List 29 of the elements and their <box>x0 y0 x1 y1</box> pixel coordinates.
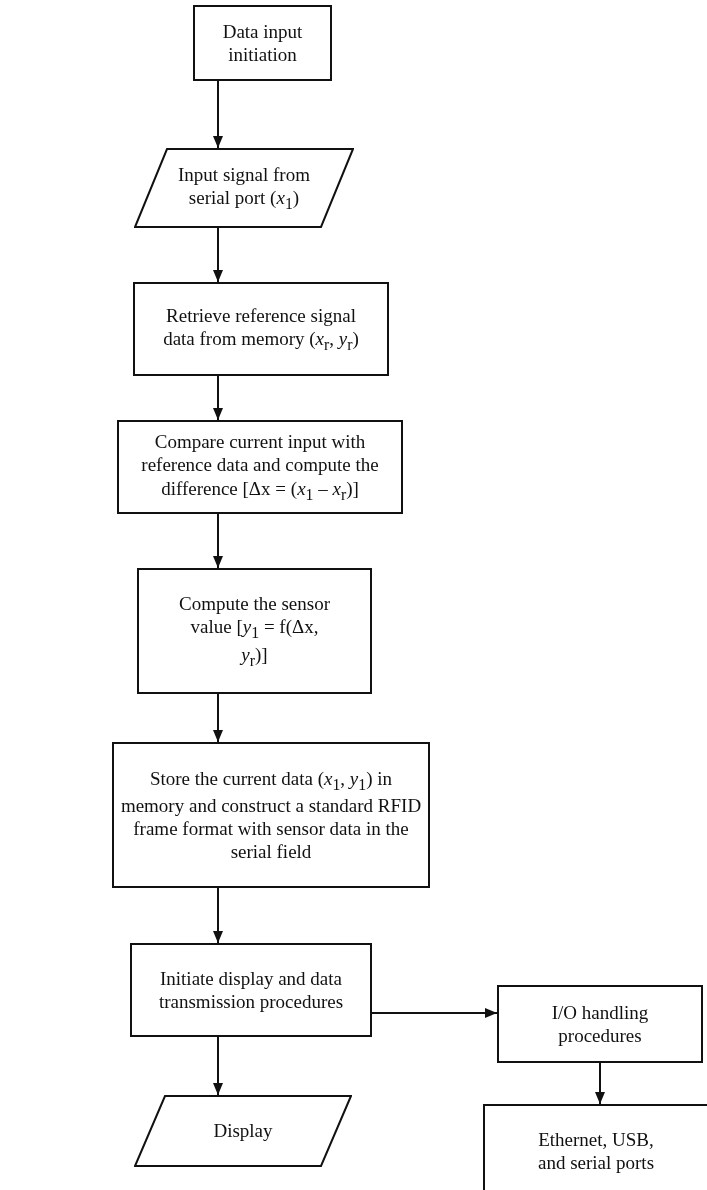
arrow <box>213 80 223 149</box>
step-text: Store the current data (x$_{1}$, y$_{1}$) in memory and construct a standard RFID frame format with sensor data in the serial field <box>119 766 423 864</box>
process-box <box>130 943 372 1037</box>
process-box <box>133 282 389 376</box>
process-box <box>137 568 372 694</box>
arrow <box>213 227 223 283</box>
step-text: Initiate display and data transmission procedures <box>157 966 345 1014</box>
arrow <box>213 1036 223 1096</box>
step-text: Compute the sensor value [y$_{1}$ = f(Δx, y$_{r}$)] <box>178 592 331 670</box>
step-text: Retrieve reference signal data from memory (x$_{r}$, y$_{r}$) <box>162 303 360 355</box>
process-box <box>193 5 332 81</box>
step-text: Input signal from serial port (x$_{1}$) <box>177 162 311 214</box>
step-text: Display <box>212 1119 274 1143</box>
input-output-parallelogram <box>134 1095 352 1167</box>
arrow <box>213 887 223 944</box>
arrow <box>371 1008 498 1018</box>
step-text: Data input initiation <box>221 19 304 67</box>
process-box <box>497 985 703 1063</box>
arrow <box>595 1062 605 1105</box>
process-box <box>112 742 430 888</box>
step-text: I/O handling procedures <box>550 1000 650 1048</box>
process-box <box>483 1104 707 1190</box>
arrow <box>213 513 223 569</box>
process-box <box>117 420 403 514</box>
arrow <box>213 693 223 743</box>
arrow <box>213 375 223 421</box>
input-output-parallelogram <box>134 148 354 228</box>
step-text: Ethernet, USB, and serial ports <box>536 1128 656 1175</box>
step-text: Compare current input with reference data and compute the difference [Δx = (x$_{1}$ – x$_{r}$)] <box>140 430 380 504</box>
